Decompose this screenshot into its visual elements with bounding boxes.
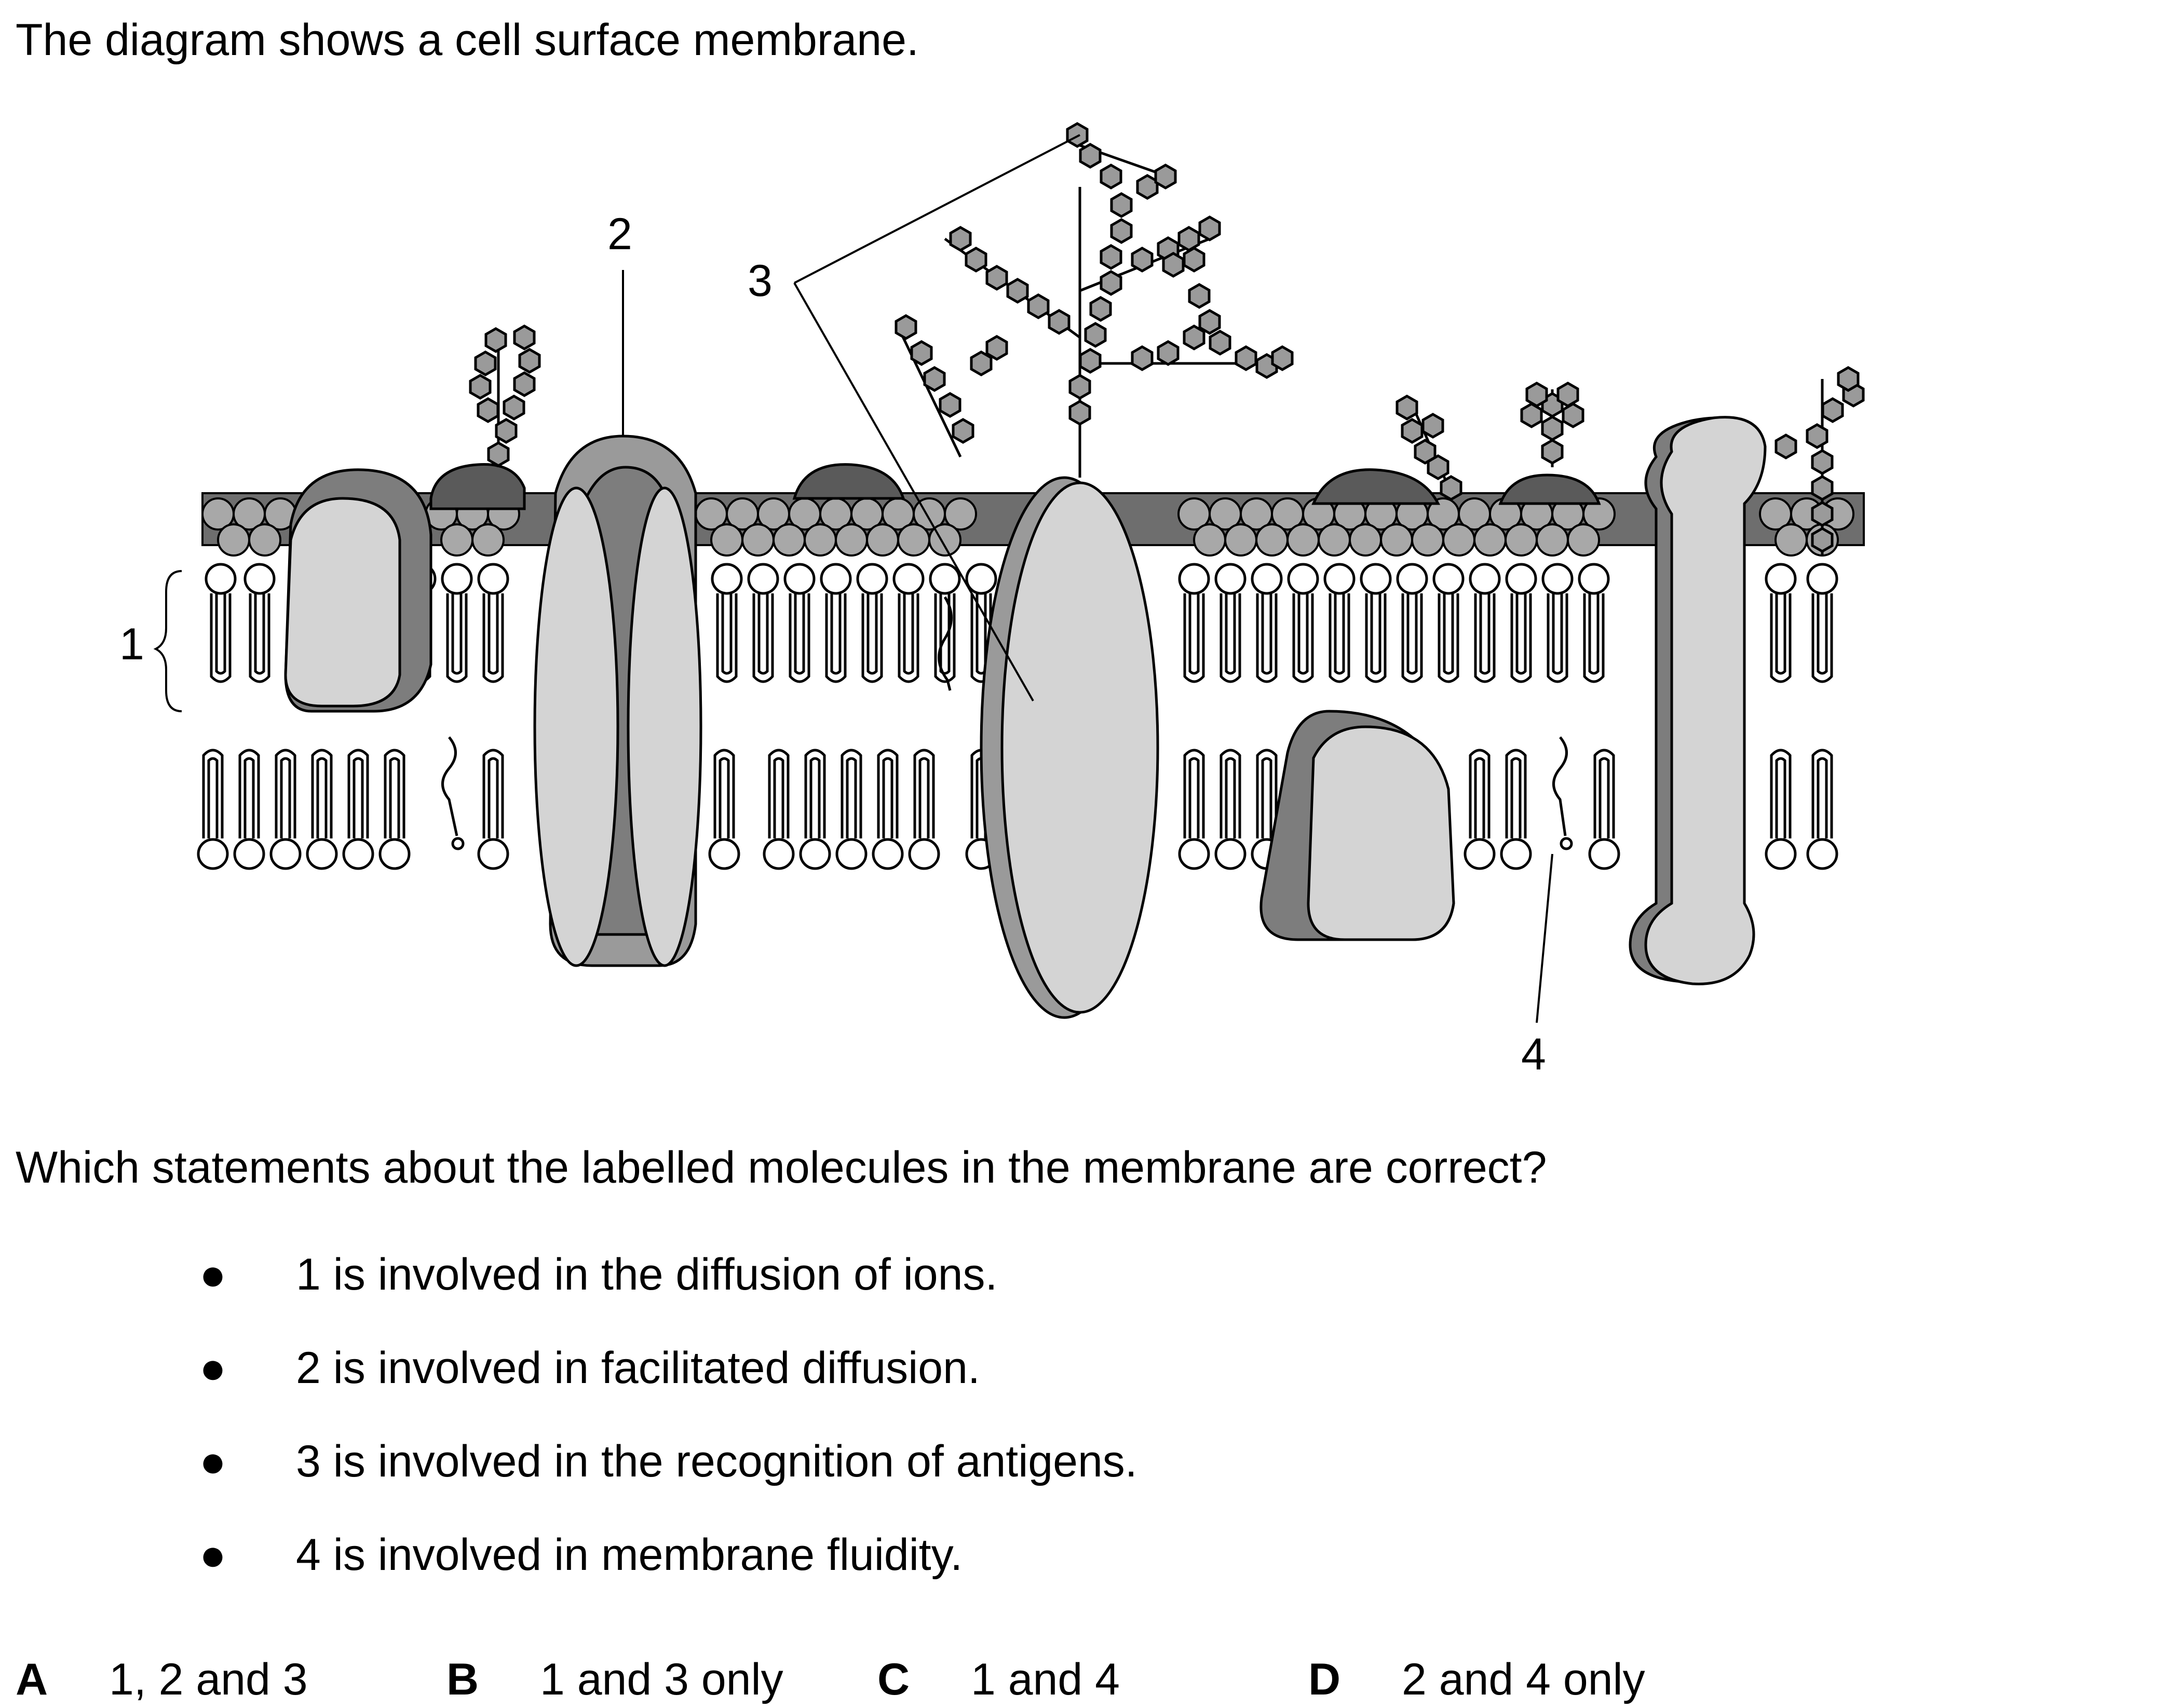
intro-text: The diagram shows a cell surface membran… (16, 15, 919, 65)
option-c[interactable]: C 1 and 4 (877, 1651, 1120, 1708)
statement-text: 3 is involved in the recognition of anti… (296, 1436, 1137, 1486)
bullet: ● (199, 1343, 226, 1393)
option-d[interactable]: D 2 and 4 only (1308, 1651, 1645, 1708)
option-letter: D (1308, 1655, 1341, 1704)
protein-inner (1259, 710, 1455, 941)
label-4: 4 (1521, 1029, 1546, 1079)
bullet: ● (199, 1250, 226, 1299)
option-letter: C (877, 1655, 910, 1704)
transmembrane-protein-right (1629, 416, 1767, 985)
option-b[interactable]: B 1 and 3 only (446, 1651, 783, 1708)
bullet: ● (199, 1530, 226, 1580)
label-3: 3 (748, 256, 773, 306)
option-text: 2 and 4 only (1402, 1655, 1645, 1704)
bullet: ● (199, 1436, 226, 1486)
cell-membrane-diagram: 1 2 3 4 (119, 0, 1865, 1079)
label-1: 1 (119, 619, 144, 669)
glycoprotein-large (980, 476, 1159, 1019)
cholesterol (441, 596, 1573, 850)
question-text: Which statements about the labelled mole… (16, 1143, 1547, 1192)
option-letter: B (446, 1655, 479, 1704)
statement-text: 2 is involved in facilitated diffusion. (296, 1343, 980, 1393)
peripheral-protein-top (429, 463, 1601, 510)
phospholipid-outer-layer (205, 563, 1838, 682)
statement-text: 1 is involved in the diffusion of ions. (296, 1250, 998, 1299)
option-text: 1, 2 and 3 (109, 1655, 308, 1704)
protein-left (284, 468, 432, 713)
statement-2: ● 2 is involved in facilitated diffusion… (197, 1339, 1755, 1397)
option-text: 1 and 3 only (540, 1655, 783, 1704)
glycan-chains (470, 124, 1863, 555)
statement-1: ● 1 is involved in the diffusion of ions… (197, 1246, 1755, 1303)
option-letter: A (16, 1655, 48, 1704)
statement-4: ● 4 is involved in membrane fluidity. (197, 1526, 1755, 1583)
leader-lines (153, 134, 1553, 1023)
option-a[interactable]: A 1, 2 and 3 (16, 1651, 308, 1708)
option-text: 1 and 4 (971, 1655, 1120, 1704)
phospholipid-inner-layer (197, 750, 1838, 870)
channel-protein (533, 435, 702, 967)
label-2: 2 (607, 209, 632, 259)
statement-3: ● 3 is involved in the recognition of an… (197, 1433, 1755, 1490)
statement-text: 4 is involved in membrane fluidity. (296, 1530, 963, 1580)
